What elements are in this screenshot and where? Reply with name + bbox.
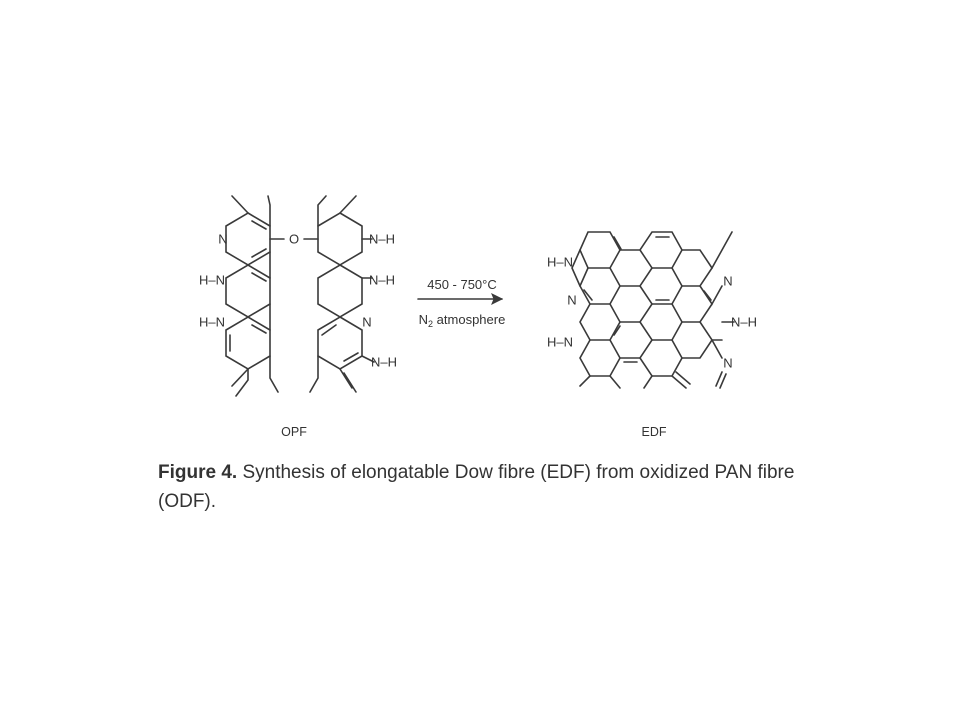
opf-atom-hn-1: H–N [199, 273, 225, 288]
edf-atom-hn-2: H–N [547, 335, 573, 350]
opf-structure [225, 195, 375, 397]
label-opf: OPF [281, 425, 307, 439]
edf-structure [571, 231, 735, 389]
edf-atom-n-3: N [723, 356, 732, 371]
figure-caption: Figure 4. Synthesis of elongatable Dow f… [158, 458, 818, 516]
reaction-arrow [417, 292, 504, 306]
label-edf: EDF [642, 425, 667, 439]
opf-atom-n-2: N [362, 315, 371, 330]
edf-atom-n-1: N [567, 293, 576, 308]
opf-atom-n-1: N [218, 232, 227, 247]
opf-atom-nh-3: N–H [371, 355, 397, 370]
opf-ring-c [225, 316, 271, 370]
opf-ring-f [317, 316, 363, 370]
edf-atom-n-2: N [723, 274, 732, 289]
opf-ring-a [225, 212, 271, 266]
opf-ring-b [225, 264, 271, 318]
opf-atom-o-bridge: O [289, 232, 299, 247]
opf-ring-e [317, 264, 363, 318]
condition-atmosphere: N2 atmosphere [419, 312, 506, 329]
figure-caption-label: Figure 4. [158, 462, 238, 483]
edf-atom-nh-1: N–H [731, 315, 757, 330]
condition-temperature: 450 - 750°C [427, 277, 497, 292]
opf-atom-nh-1: N–H [369, 232, 395, 247]
opf-atom-hn-2: H–N [199, 315, 225, 330]
figure-caption-text: Synthesis of elongatable Dow fibre (EDF)… [158, 462, 795, 512]
opf-ring-d [317, 212, 363, 266]
edf-atom-hn-1: H–N [547, 255, 573, 270]
opf-atom-nh-2: N–H [369, 273, 395, 288]
